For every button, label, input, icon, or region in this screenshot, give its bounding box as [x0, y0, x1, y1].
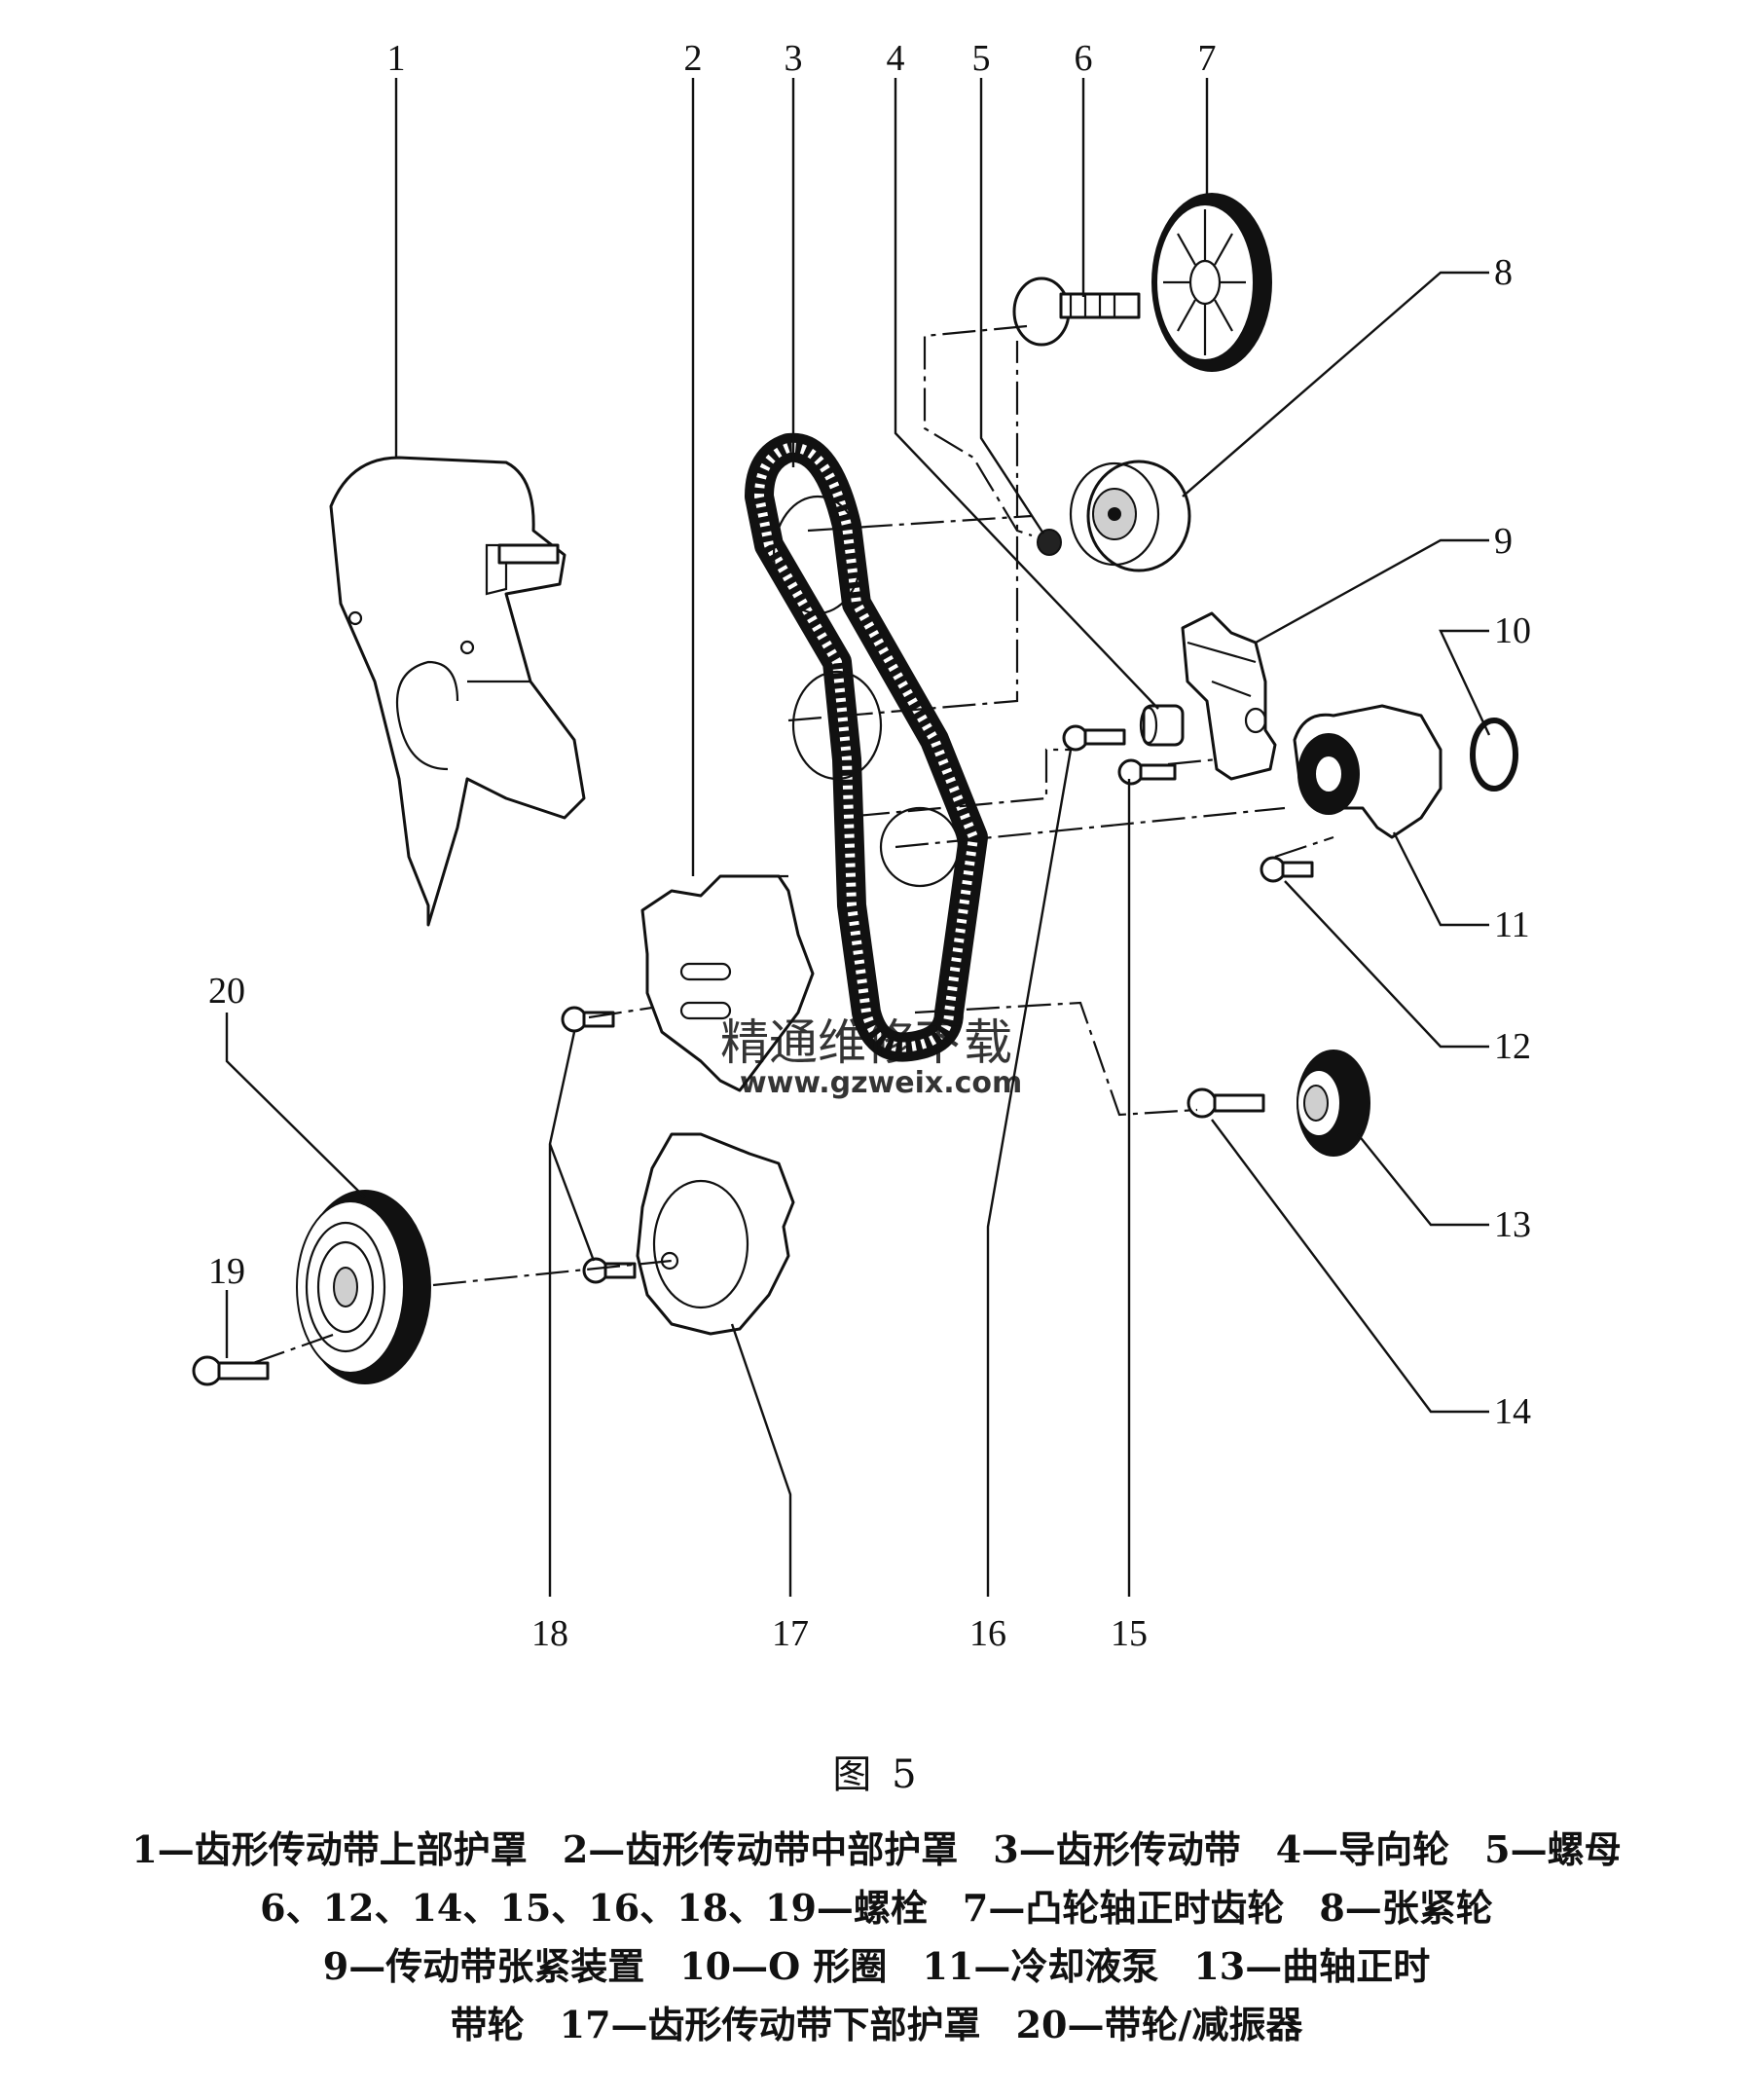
callout-3: 3 [785, 38, 803, 79]
legend-item: 6、12、14、15、16、18、19—螺栓 [260, 1886, 928, 1930]
legend-item: 5—螺母 [1484, 1827, 1622, 1871]
legend-item: 17—齿形传动带下部护罩 [559, 2003, 981, 2046]
callout-12: 12 [1494, 1026, 1531, 1067]
assembly-axes [252, 324, 1334, 1365]
legend-item: 2—齿形传动带中部护罩 [562, 1827, 959, 1871]
o-ring [1470, 718, 1518, 792]
bolt-14 [1187, 1087, 1265, 1119]
leader-lines [225, 78, 1491, 1597]
legend-item: 9—传动带张紧装置 [322, 1944, 645, 1988]
upper-belt-cover [329, 456, 586, 927]
legend-line-4: 带轮 17—齿形传动带下部护罩 20—带轮/减振器 [0, 1996, 1753, 2054]
crankshaft-gear [1296, 1050, 1370, 1157]
bolt-18a [561, 1006, 615, 1033]
callout-15: 15 [1111, 1613, 1148, 1654]
callout-20: 20 [208, 971, 245, 1012]
legend-item: 13—曲轴正时 [1193, 1944, 1431, 1988]
callout-14: 14 [1494, 1391, 1531, 1432]
belt-tension-device [1181, 611, 1277, 781]
legend-item: 8—张紧轮 [1319, 1886, 1493, 1930]
callout-9: 9 [1494, 521, 1513, 562]
figure-title: 图 5 [832, 1752, 921, 1797]
figure-caption: 图 5 1—齿形传动带上部护罩 2—齿形传动带中部护罩 3—齿形传动带 4—导向轮 5—… [0, 1743, 1753, 2054]
callout-10: 10 [1494, 610, 1531, 651]
callout-6: 6 [1075, 38, 1093, 79]
legend-item: 7—凸轮轴正时齿轮 [962, 1886, 1285, 1930]
bolt-15 [1117, 758, 1177, 786]
bolt-16 [1062, 724, 1126, 752]
legend-item: 3—齿形传动带 [993, 1827, 1241, 1871]
legend-line-2: 6、12、14、15、16、18、19—螺栓 7—凸轮轴正时齿轮 8—张紧轮 [0, 1879, 1753, 1937]
bolt-6 [1012, 276, 1141, 347]
watermark: 精通维修下载 www.gzweix.com [720, 1014, 1022, 1100]
watermark-url: www.gzweix.com [740, 1066, 1022, 1100]
callout-5: 5 [972, 38, 991, 79]
legend-item: 4—导向轮 [1275, 1827, 1450, 1871]
legend-item: 11—冷却液泵 [922, 1944, 1159, 1988]
nut-5 [1037, 529, 1062, 556]
bolt-12 [1260, 856, 1314, 883]
exploded-parts-diagram: 1 2 3 4 5 6 7 8 9 10 11 12 13 14 15 16 1… [192, 38, 1531, 1654]
callout-8: 8 [1494, 252, 1513, 293]
callout-17: 17 [772, 1613, 809, 1654]
callout-13: 13 [1494, 1204, 1531, 1245]
callout-1: 1 [387, 38, 406, 79]
legend-item: 20—带轮/减振器 [1015, 2003, 1303, 2046]
watermark-text: 精通维修下载 [720, 1014, 1012, 1071]
middle-belt-cover [640, 874, 815, 1092]
callout-4: 4 [887, 38, 905, 79]
tensioner-pulley [1069, 460, 1191, 572]
callout-labels: 1 2 3 4 5 6 7 8 9 10 11 12 13 14 15 16 1… [208, 38, 1531, 1654]
toothed-belt [745, 432, 988, 1062]
camshaft-gear [1151, 193, 1272, 372]
callout-16: 16 [969, 1613, 1006, 1654]
lower-belt-cover [636, 1132, 795, 1336]
callout-18: 18 [531, 1613, 568, 1654]
callout-19: 19 [208, 1251, 245, 1292]
legend-item: 1—齿形传动带上部护罩 [131, 1827, 528, 1871]
callout-2: 2 [684, 38, 703, 79]
bolt-19 [192, 1355, 270, 1386]
legend-line-3: 9—传动带张紧装置 10—O 形圈 11—冷却液泵 13—曲轴正时 [0, 1937, 1753, 1996]
callout-7: 7 [1198, 38, 1217, 79]
legend-item: 带轮 [450, 2003, 525, 2046]
coolant-pump [1293, 704, 1443, 839]
legend-item: 10—O 形圈 [679, 1944, 888, 1988]
legend-line-1: 1—齿形传动带上部护罩 2—齿形传动带中部护罩 3—齿形传动带 4—导向轮 5—螺母 [0, 1821, 1753, 1879]
guide-roller [1139, 704, 1185, 747]
bolt-18b [582, 1257, 637, 1284]
callout-11: 11 [1494, 904, 1530, 945]
pulley-damper [296, 1190, 431, 1384]
